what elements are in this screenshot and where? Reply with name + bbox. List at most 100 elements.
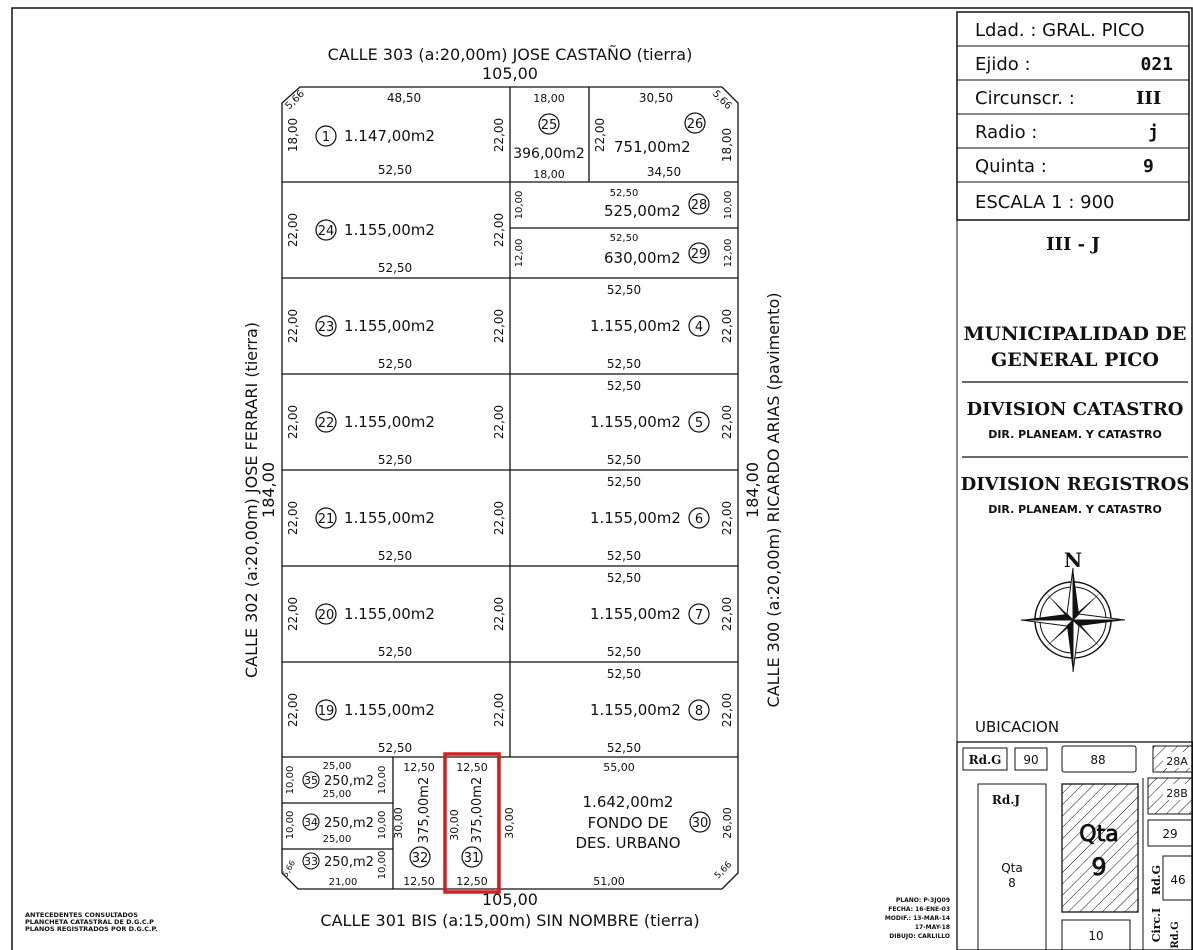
lot-number-circle bbox=[689, 811, 711, 833]
title-row-circ-label: Circunscr. : bbox=[975, 88, 1075, 109]
lot-bottom-dim: 52,50 bbox=[378, 549, 412, 563]
lot-24-area: 1.155,00m2 bbox=[344, 221, 435, 239]
lot-number-circle bbox=[302, 813, 320, 831]
lot-bottom-dim: 52,50 bbox=[607, 645, 641, 659]
lot-31-right: 30,00 bbox=[503, 807, 516, 839]
lot-35[interactable]: 25,00 25,00 10,00 10,00 35 250,m2 bbox=[285, 761, 388, 800]
loc-label: Rd.G bbox=[1150, 865, 1163, 895]
lot-1-left: 18,00 bbox=[286, 118, 300, 152]
lot-32[interactable]: 12,50 12,50 30,00 375,00m2 32 bbox=[392, 761, 435, 888]
lot-25-number: 25 bbox=[541, 118, 558, 133]
division-catastro-sub: DIR. PLANEAM. Y CATASTRO bbox=[988, 428, 1162, 441]
lot-30-bottom: 51,00 bbox=[593, 875, 625, 888]
lot-number-circle bbox=[315, 699, 337, 721]
lot-25-area: 396,00m2 bbox=[513, 146, 585, 162]
lot-26-chamfer: 5,66 bbox=[710, 88, 734, 112]
loc-label: 90 bbox=[1023, 753, 1038, 767]
lot-24[interactable]: 52,50 22,00 22,00 24 1.155,00m2 bbox=[286, 213, 506, 275]
title-row-scale: ESCALA 1 : 900 bbox=[975, 192, 1114, 213]
lot-number: 6 bbox=[695, 512, 703, 527]
lot-28-number: 28 bbox=[691, 198, 708, 213]
lot-left-dim: 22,00 bbox=[286, 597, 300, 631]
lot-31-area: 375,00m2 bbox=[470, 777, 485, 843]
lot-right-dim: 22,00 bbox=[492, 693, 506, 727]
lot-area: 1.155,00m2 bbox=[590, 317, 681, 335]
loc-label: 46 bbox=[1170, 873, 1185, 887]
lot-24-number: 24 bbox=[318, 224, 335, 239]
lot-bottom-dim: 52,50 bbox=[607, 453, 641, 467]
lot-bottom-dim: 52,50 bbox=[378, 741, 412, 755]
lot-33-right: 10,00 bbox=[377, 851, 388, 880]
lot-30[interactable]: 55,00 51,00 26,00 5,66 1.642,00m2 FONDO … bbox=[575, 761, 734, 888]
lot-number: 21 bbox=[318, 512, 335, 527]
lot-29-right: 12,00 bbox=[723, 239, 734, 268]
loc-label: 8 bbox=[1008, 876, 1016, 890]
lot-left-dim: 22,00 bbox=[286, 693, 300, 727]
loc-label: 9 bbox=[1091, 853, 1106, 881]
lot-right-dim: 22,00 bbox=[492, 405, 506, 439]
lot-28-top: 52,50 bbox=[610, 188, 639, 199]
lot-26-bottom: 34,50 bbox=[647, 165, 681, 179]
lot-number-circle bbox=[315, 603, 337, 625]
lot-33-number: 33 bbox=[304, 855, 318, 868]
lot-bottom-dim: 52,50 bbox=[378, 645, 412, 659]
lot-number-circle bbox=[461, 846, 483, 868]
lot-34[interactable]: 25,00 10,00 10,00 34 250,m2 bbox=[285, 811, 388, 845]
lot-35-left: 10,00 bbox=[285, 766, 296, 795]
note-line: PLANO: P-3JQ09 bbox=[896, 897, 950, 904]
lot-31[interactable]: 12,50 12,50 30,00 30,00 375,00m2 31 bbox=[448, 761, 516, 888]
lot-25[interactable]: 18,00 18,00 25 396,00m2 bbox=[513, 92, 585, 181]
lot-1-right: 22,00 bbox=[492, 118, 506, 152]
lot-number: 8 bbox=[695, 704, 703, 719]
lot-24-bottom: 52,50 bbox=[378, 261, 412, 275]
lot-33[interactable]: 21,00 10,00 5,66 33 250,m2 bbox=[280, 851, 388, 888]
lot-right-dim: 22,00 bbox=[720, 309, 734, 343]
lot-number-circle bbox=[315, 507, 337, 529]
lot-26[interactable]: 30,50 34,50 22,00 18,00 5,66 26 751,00m2 bbox=[593, 88, 734, 179]
lot-32-left: 30,00 bbox=[392, 807, 405, 839]
lot-1-number: 1 bbox=[322, 130, 330, 145]
lot-number-circle bbox=[688, 507, 710, 529]
lot-left-dim: 22,00 bbox=[286, 309, 300, 343]
municipality-line2: GENERAL PICO bbox=[991, 349, 1159, 371]
lot-30-top: 55,00 bbox=[603, 761, 635, 774]
lot-area: 1.155,00m2 bbox=[590, 509, 681, 527]
lot-right-dim: 22,00 bbox=[720, 501, 734, 535]
lot-number: 7 bbox=[695, 608, 703, 623]
lot-number-circle bbox=[315, 125, 337, 147]
lot-31-highlight bbox=[443, 752, 501, 894]
lot-31-bottom: 12,50 bbox=[456, 875, 488, 888]
note-line: FECHA: 16-ENE-03 bbox=[888, 906, 950, 913]
loc-label: 88 bbox=[1090, 753, 1105, 767]
block-width-top: 105,00 bbox=[482, 64, 538, 83]
lot-28-area: 525,00m2 bbox=[604, 202, 681, 220]
lot-area: 1.155,00m2 bbox=[344, 317, 435, 335]
lot-34-left: 10,00 bbox=[285, 811, 296, 840]
lot-28-right: 10,00 bbox=[723, 191, 734, 220]
lot-30-area: 1.642,00m2 bbox=[583, 793, 674, 811]
lot-29-top: 52,50 bbox=[610, 233, 639, 244]
loc-label: 28B bbox=[1166, 787, 1188, 800]
lot-28[interactable]: 52,50 10,00 10,00 525,00m2 28 bbox=[514, 188, 734, 220]
lot-34-right: 10,00 bbox=[377, 811, 388, 840]
title-row-circ-value: III bbox=[1136, 88, 1161, 109]
street-west: CALLE 302 (a:20,00m) JOSE FERRARI (tierr… bbox=[242, 322, 261, 678]
lot-29[interactable]: 52,50 12,00 12,00 630,00m2 29 bbox=[514, 233, 734, 267]
note-line: DIBUJO: CARLILLO bbox=[889, 933, 950, 940]
lot-area: 1.155,00m2 bbox=[344, 413, 435, 431]
lot-1[interactable]: 48,50 52,50 18,00 22,00 5,66 1 1.147,00m… bbox=[283, 88, 506, 177]
lot-number: 20 bbox=[318, 608, 335, 623]
lot-29-number: 29 bbox=[691, 247, 708, 262]
lot-34-number: 34 bbox=[304, 816, 318, 829]
